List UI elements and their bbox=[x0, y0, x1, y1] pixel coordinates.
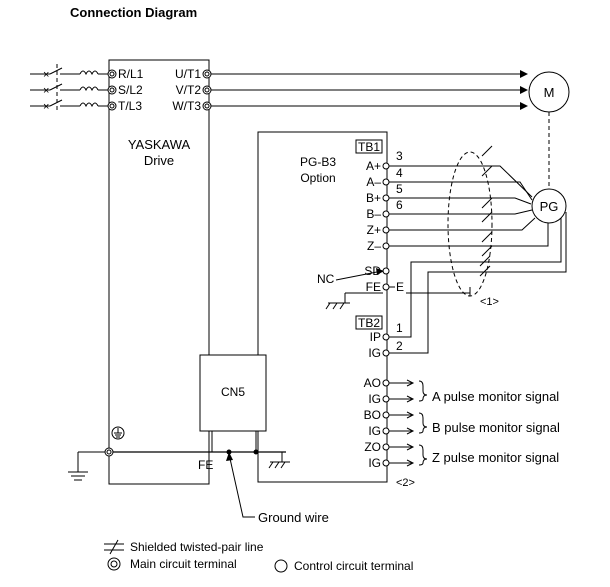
signal-b: B pulse monitor signal bbox=[432, 420, 560, 435]
input-label-r: R/L1 bbox=[118, 67, 144, 81]
input-label-t: T/L3 bbox=[118, 99, 142, 113]
encoder-circle bbox=[531, 188, 567, 224]
note-2: <2> bbox=[396, 477, 415, 489]
frame-ground-icon bbox=[268, 452, 290, 469]
wire-num-3: 3 bbox=[396, 149, 403, 163]
encoder-label: PG bbox=[540, 199, 559, 214]
signal-z: Z pulse monitor signal bbox=[432, 450, 559, 465]
option-sub: Option bbox=[300, 171, 335, 185]
cn5-label: CN5 bbox=[221, 385, 245, 399]
encoder-wires bbox=[389, 145, 549, 257]
tb2-box bbox=[355, 315, 383, 330]
svg-text:×: × bbox=[43, 101, 49, 113]
tb1-b-plus: B+ bbox=[366, 191, 381, 205]
cn5-box bbox=[199, 354, 267, 432]
tb1-label: TB1 bbox=[358, 140, 380, 154]
output-label-v: V/T2 bbox=[176, 83, 202, 97]
earth-ground-icon bbox=[68, 451, 105, 481]
motor-label: M bbox=[544, 85, 555, 100]
drive-brand: YASKAWA bbox=[128, 137, 191, 152]
legend: Shielded twisted-pair line Main circuit … bbox=[104, 539, 413, 573]
output-label-u: U/T1 bbox=[175, 67, 201, 81]
legend-control: Control circuit terminal bbox=[294, 559, 413, 573]
encoder-power-wires bbox=[389, 212, 567, 354]
note-1: <1> bbox=[480, 296, 499, 308]
svg-text:×: × bbox=[43, 69, 49, 81]
output-label-w: W/T3 bbox=[172, 99, 201, 113]
wire-num-1: 1 bbox=[396, 321, 403, 335]
wire-num-6: 6 bbox=[396, 198, 403, 212]
tb1-box bbox=[355, 139, 383, 154]
monitor-terminals bbox=[382, 379, 428, 467]
mon-ao: AO bbox=[364, 376, 381, 390]
tb2-terminal-ig bbox=[382, 349, 390, 357]
svg-text:×: × bbox=[43, 85, 49, 97]
signal-a: A pulse monitor signal bbox=[432, 389, 559, 404]
drive-label: Drive bbox=[144, 153, 174, 168]
input-power-lines: × × × bbox=[30, 64, 108, 113]
motor-lines bbox=[211, 70, 528, 110]
legend-shielded: Shielded twisted-pair line bbox=[130, 540, 264, 554]
diagram-title: Connection Diagram bbox=[70, 5, 197, 20]
ground-icon bbox=[111, 426, 125, 440]
mon-ig-a: IG bbox=[368, 392, 381, 406]
cable-shield bbox=[447, 151, 493, 297]
ground-wire-pointer bbox=[228, 453, 255, 518]
mon-bo: BO bbox=[364, 408, 381, 422]
wire-num-2: 2 bbox=[396, 339, 403, 353]
mon-zo: ZO bbox=[364, 440, 381, 454]
tb2-terminal-ip bbox=[382, 333, 390, 341]
fe-label: FE bbox=[198, 458, 213, 472]
tb1-b-minus: B– bbox=[366, 207, 381, 221]
ground-wire-label: Ground wire bbox=[258, 510, 329, 525]
mon-ig-z: IG bbox=[368, 456, 381, 470]
tb1-a-minus: A– bbox=[366, 175, 381, 189]
option-name: PG-B3 bbox=[300, 155, 336, 169]
tb1-a-plus: A+ bbox=[366, 159, 381, 173]
tb1-fe: FE bbox=[366, 280, 381, 294]
tb1-z-minus: Z– bbox=[367, 239, 381, 253]
legend-main: Main circuit terminal bbox=[130, 557, 237, 571]
option-box bbox=[257, 131, 388, 483]
mon-ig-b: IG bbox=[368, 424, 381, 438]
tb1-terminals bbox=[382, 162, 390, 291]
wire-num-4: 4 bbox=[396, 166, 403, 180]
tb2-label: TB2 bbox=[358, 316, 380, 330]
tb1-z-plus: Z+ bbox=[367, 223, 381, 237]
tb2-ip: IP bbox=[370, 330, 381, 344]
e-label: E bbox=[396, 280, 404, 294]
drive-box bbox=[108, 59, 210, 485]
tb2-ig: IG bbox=[368, 346, 381, 360]
legend-control-terminal-icon bbox=[274, 559, 288, 573]
input-label-s: S/L2 bbox=[118, 83, 143, 97]
wire-num-5: 5 bbox=[396, 182, 403, 196]
nc-label: NC bbox=[317, 272, 335, 286]
